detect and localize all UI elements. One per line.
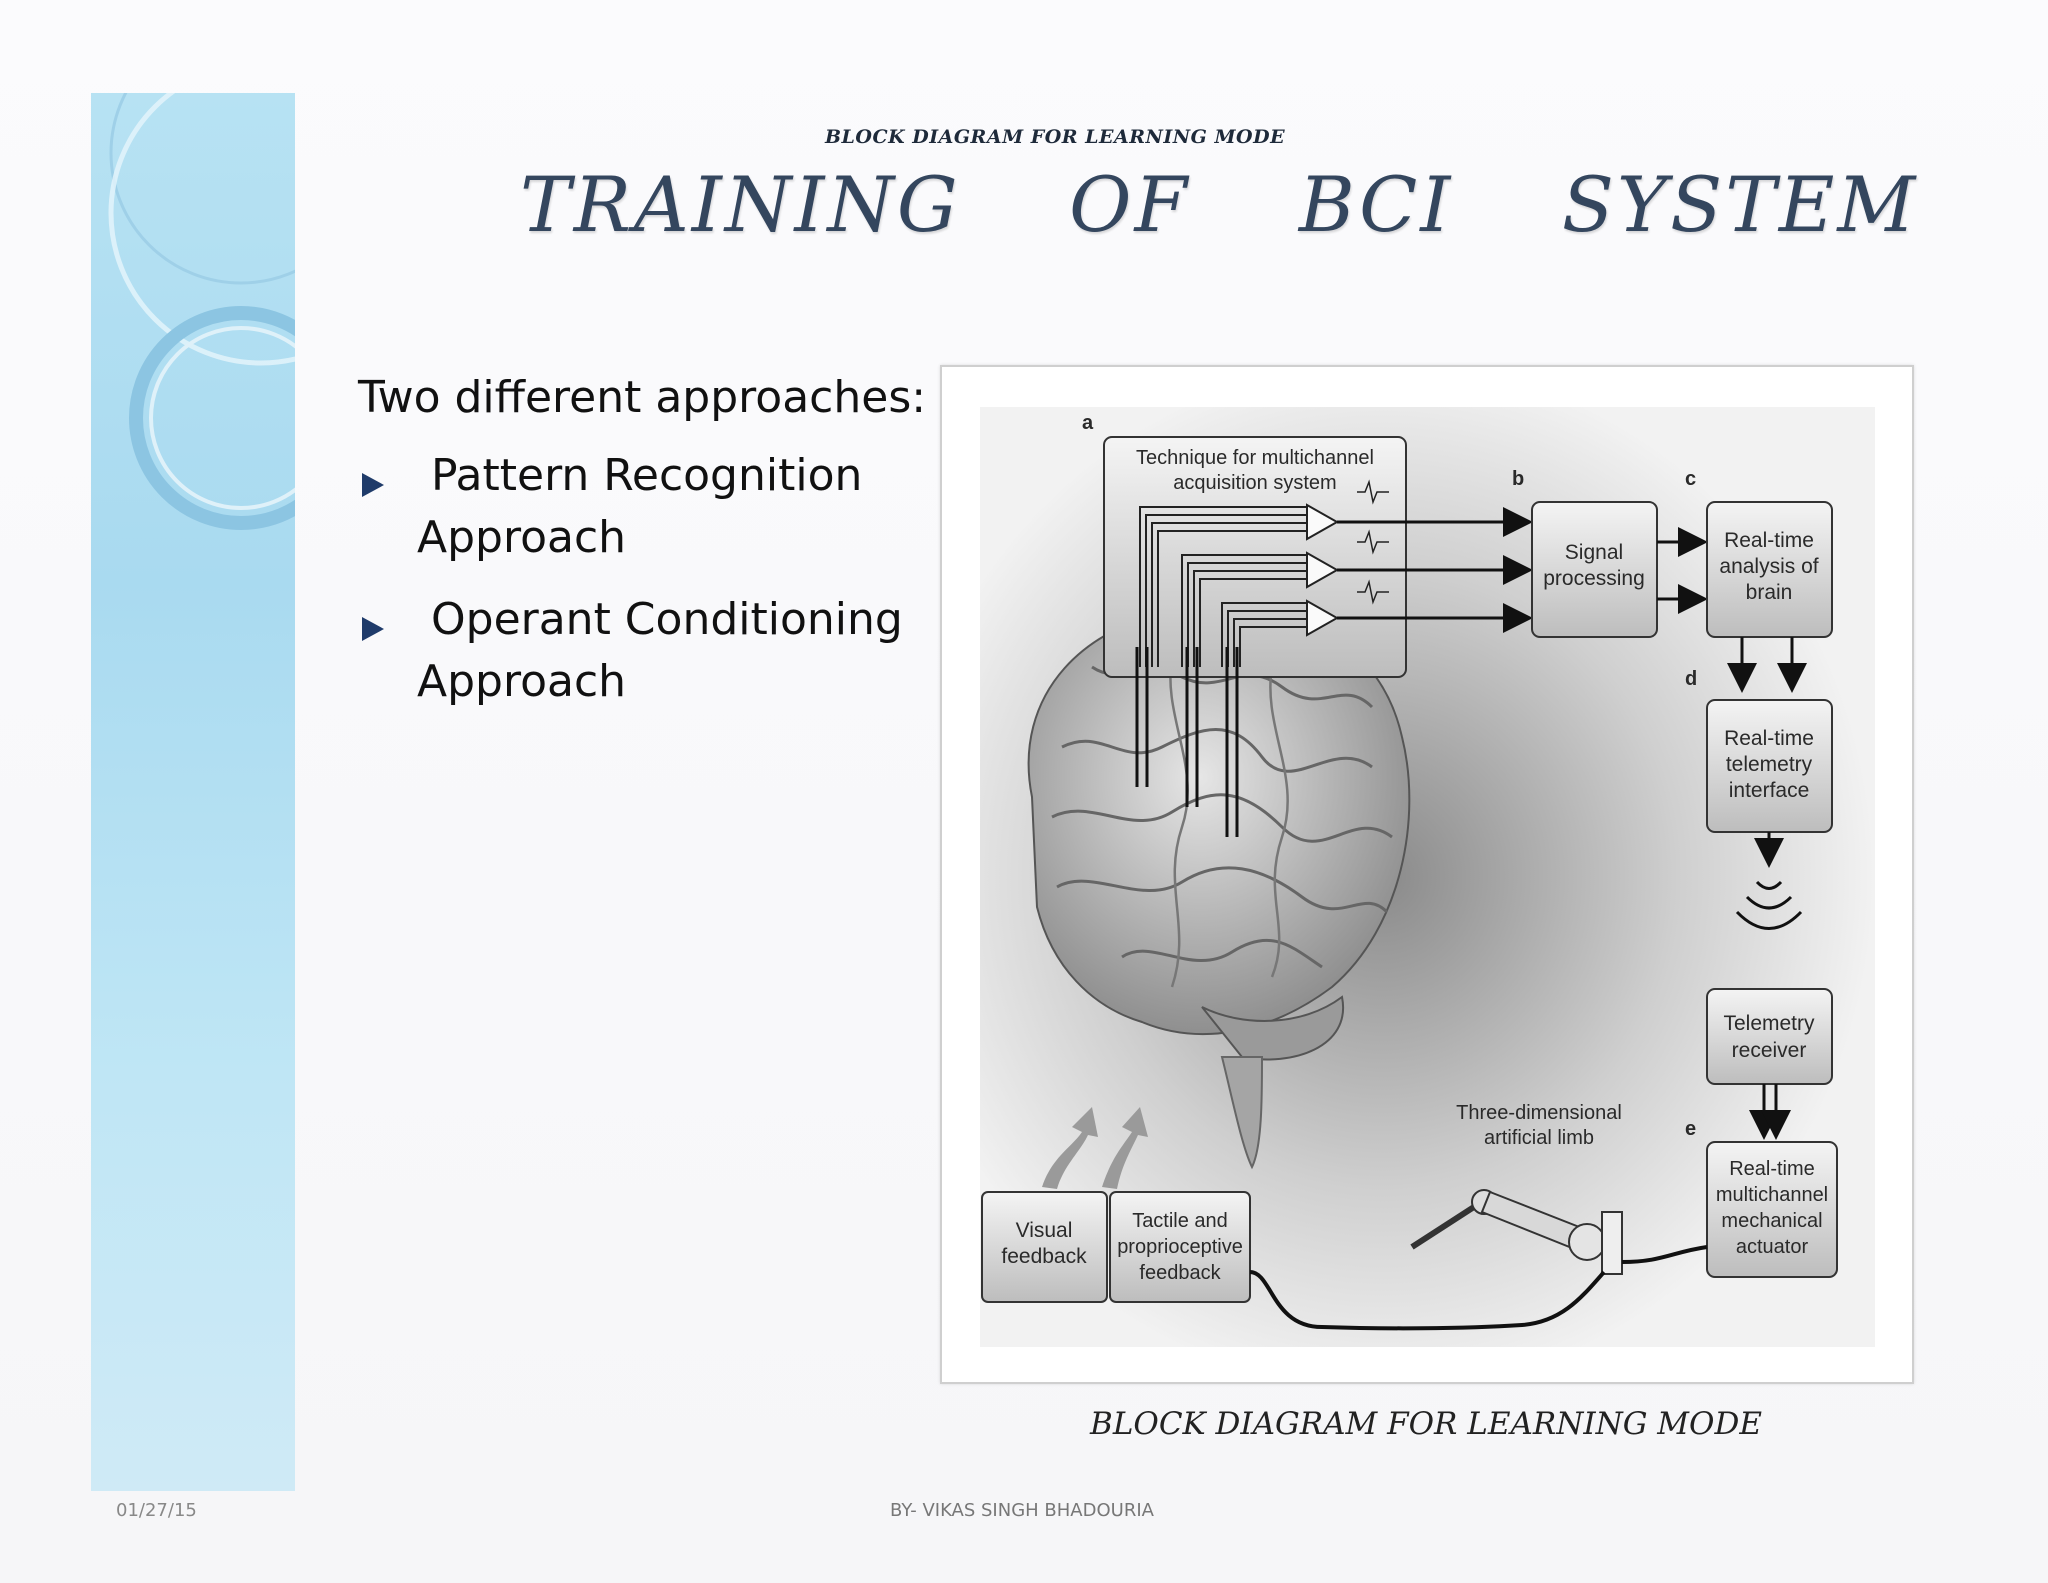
signal-processing-box: Signal processing: [1531, 501, 1658, 638]
analysis-label-2: analysis of: [1719, 555, 1818, 578]
telemetry-receiver-box: Telemetry receiver: [1706, 988, 1833, 1085]
bullet-arrow-icon: [362, 473, 384, 497]
wireless-signal-icon: [1735, 880, 1803, 930]
signal-processing-label-2: processing: [1543, 567, 1645, 590]
bci-block-diagram: Technique for multichannel acquisition s…: [940, 365, 1914, 1384]
feedback-arrows: [1042, 1107, 1148, 1189]
actuator-label-4: actuator: [1736, 1236, 1809, 1258]
tactile-feedback-label-3: feedback: [1139, 1262, 1221, 1284]
brain-illustration: [1027, 605, 1411, 1170]
panel-letter-e: e: [1685, 1118, 1696, 1140]
diagram-canvas: Technique for multichannel acquisition s…: [980, 407, 1875, 1347]
footer-author: BY- VIKAS SINGH BHADOURIA: [890, 1500, 1154, 1521]
footer-date: 01/27/15: [116, 1500, 197, 1521]
visual-feedback-label-1: Visual: [1016, 1219, 1073, 1242]
actuator-label-3: mechanical: [1721, 1210, 1822, 1232]
acquisition-label-2: acquisition system: [1173, 472, 1336, 494]
acquisition-system-box: Technique for multichannel acquisition s…: [1103, 436, 1407, 837]
bullet-list: Pattern Recognition Approach Operant Con…: [360, 445, 920, 733]
panel-letter-a: a: [1082, 412, 1094, 434]
bullet-line: Pattern Recognition: [431, 450, 863, 501]
feedback-cable: [1249, 1270, 1606, 1331]
signal-arrows: [1337, 507, 1533, 633]
analysis-label-1: Real-time: [1724, 529, 1814, 552]
slide-title: TRAINING OF BCI SYSTEM: [520, 160, 1919, 249]
tactile-feedback-box: Tactile and proprioceptive feedback: [1109, 1191, 1251, 1303]
decorative-side-band: [91, 93, 295, 1491]
mechanical-actuator-box: Real-time multichannel mechanical actuat…: [1706, 1141, 1838, 1278]
decorative-circles: [108, 93, 295, 530]
telemetry-interface-label-2: telemetry: [1726, 753, 1813, 776]
telemetry-receiver-label-2: receiver: [1732, 1039, 1807, 1062]
visual-feedback-box: Visual feedback: [981, 1191, 1108, 1303]
bullet-arrow-icon: [362, 617, 384, 641]
bullet-item: Pattern Recognition Approach: [360, 445, 920, 569]
limb-label-2: artificial limb: [1484, 1127, 1594, 1149]
bullet-item: Operant Conditioning Approach: [360, 589, 920, 713]
telemetry-interface-label-3: interface: [1729, 779, 1810, 802]
slide-subtitle: BLOCK DIAGRAM FOR LEARNING MODE: [825, 126, 1286, 148]
actuator-label-2: multichannel: [1716, 1184, 1828, 1206]
actuator-label-1: Real-time: [1729, 1158, 1815, 1180]
telemetry-interface-box: Real-time telemetry interface: [1706, 699, 1833, 833]
visual-feedback-label-2: feedback: [1001, 1245, 1087, 1268]
panel-letter-d: d: [1685, 668, 1697, 690]
approaches-heading: Two different approaches:: [358, 372, 927, 423]
limb-label-1: Three-dimensional: [1456, 1102, 1622, 1124]
realtime-analysis-box: Real-time analysis of brain: [1706, 501, 1833, 638]
artificial-limb-illustration: [1410, 1189, 1708, 1275]
signal-processing-label-1: Signal: [1565, 541, 1623, 564]
telemetry-interface-label-1: Real-time: [1724, 727, 1814, 750]
bullet-line: Operant Conditioning: [431, 594, 903, 645]
panel-letter-c: c: [1685, 468, 1696, 490]
tactile-feedback-label-2: proprioceptive: [1117, 1236, 1243, 1258]
figure-caption: BLOCK DIAGRAM FOR LEARNING MODE: [1090, 1406, 1762, 1442]
bullet-line: Approach: [417, 512, 627, 563]
telemetry-receiver-label-1: Telemetry: [1723, 1012, 1815, 1035]
analysis-label-3: brain: [1746, 581, 1793, 604]
panel-letter-b: b: [1512, 468, 1524, 490]
bullet-line: Approach: [417, 656, 627, 707]
tactile-feedback-label-1: Tactile and: [1132, 1210, 1228, 1232]
acquisition-label-1: Technique for multichannel: [1136, 447, 1374, 469]
